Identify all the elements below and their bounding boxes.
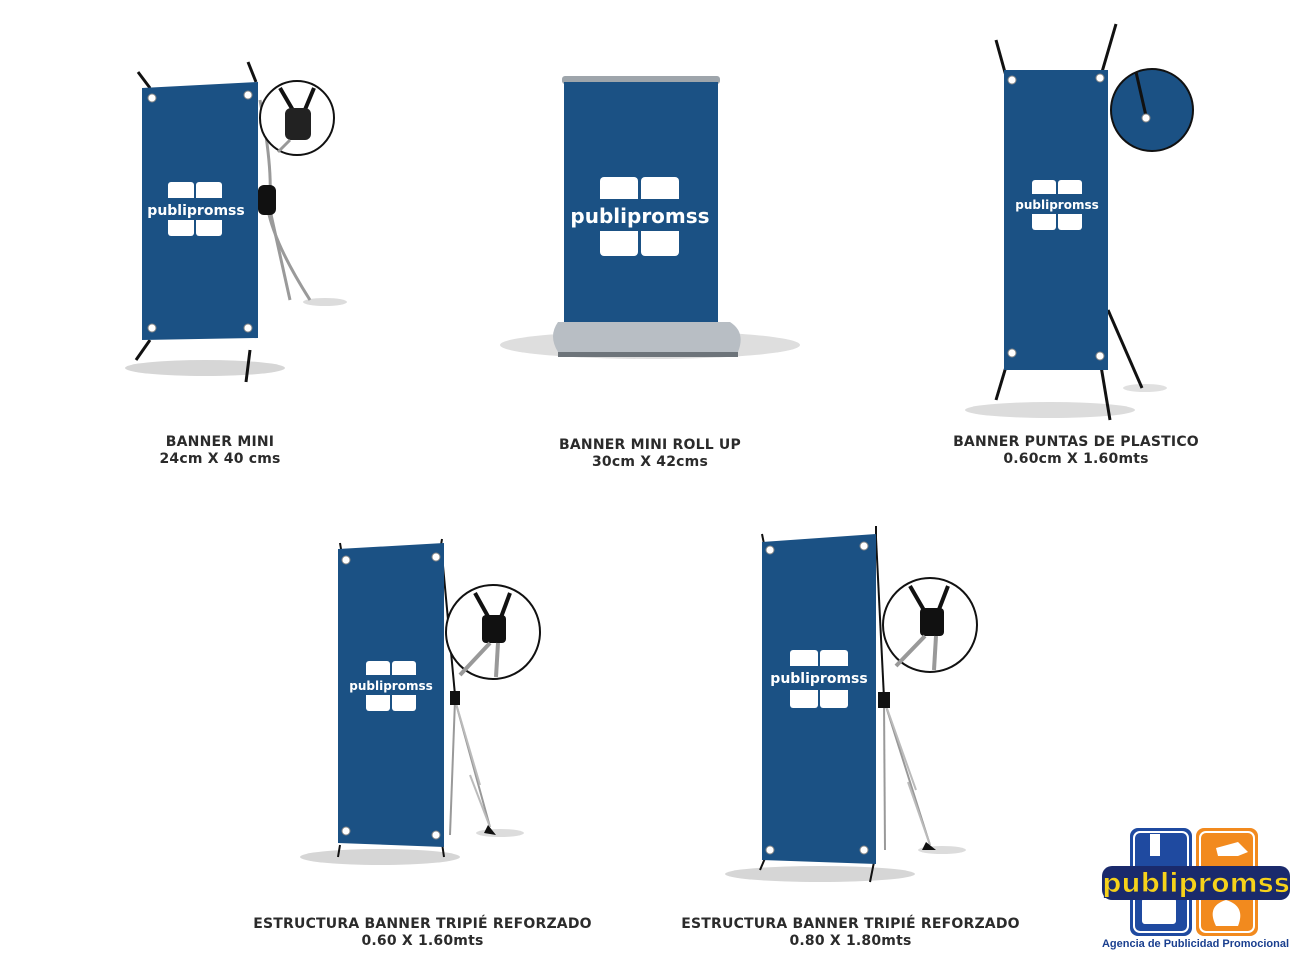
caption-banner-mini-roll-up: BANNER MINI ROLL UP 30cm X 42cms: [530, 437, 770, 471]
caption-banner-puntas-plastico: BANNER PUNTAS DE PLASTICO 0.60cm X 1.60m…: [940, 434, 1212, 468]
product-size: 0.60 X 1.60mts: [361, 933, 484, 949]
publipromss-banner-logo: publipromss: [147, 182, 245, 236]
roll-up-illustration: publipromss: [500, 76, 800, 359]
product-name: ESTRUCTURA BANNER TRIPIÉ REFORZADO: [681, 916, 1020, 932]
product-tripie-080: publipromss: [720, 520, 980, 890]
svg-text:publipromss: publipromss: [1102, 868, 1290, 899]
product-tripie-060: publipromss: [300, 535, 550, 875]
svg-text:publipromss: publipromss: [770, 671, 867, 687]
product-size: 0.60cm X 1.60mts: [1003, 451, 1149, 467]
publipromss-banner-logo: publipromss: [770, 650, 868, 708]
product-banner-puntas-plastico: publipromss: [960, 20, 1200, 425]
caption-banner-mini: BANNER MINI 24cm X 40 cms: [120, 434, 320, 468]
caption-tripie-060: ESTRUCTURA BANNER TRIPIÉ REFORZADO 0.60 …: [240, 916, 605, 950]
publipromss-banner-logo: publipromss: [1015, 180, 1099, 230]
svg-text:publipromss: publipromss: [147, 203, 244, 219]
svg-text:publipromss: publipromss: [570, 204, 709, 228]
banner-panel: [762, 534, 876, 864]
product-name: BANNER MINI: [165, 434, 275, 450]
product-banner-mini: publipromss: [100, 60, 360, 390]
product-banner-mini-roll-up: publipromss: [500, 70, 800, 370]
publipromss-banner-logo: publipromss: [349, 661, 433, 711]
plastic-tip-detail-circle: [1110, 68, 1194, 152]
product-name: ESTRUCTURA BANNER TRIPIÉ REFORZADO: [253, 916, 592, 932]
svg-text:publipromss: publipromss: [349, 679, 433, 693]
publipromss-brand-logo: publipromss: [1098, 826, 1293, 961]
product-size: 24cm X 40 cms: [159, 451, 281, 467]
product-name: BANNER MINI ROLL UP: [559, 437, 741, 453]
brand-tagline: Agencia de Publicidad Promocional: [1101, 938, 1290, 950]
caption-tripie-080: ESTRUCTURA BANNER TRIPIÉ REFORZADO 0.80 …: [668, 916, 1033, 950]
product-size: 0.80 X 1.80mts: [789, 933, 912, 949]
banner-mini-illustration: publipromss: [125, 61, 347, 383]
publipromss-banner-logo: publipromss: [570, 177, 710, 256]
tripie-080-illustration: publipromss: [725, 526, 978, 883]
puntas-plastico-illustration: publipromss: [965, 23, 1194, 421]
product-size: 30cm X 42cms: [591, 454, 708, 470]
tripie-060-illustration: publipromss: [300, 538, 541, 865]
product-name: BANNER PUNTAS DE PLASTICO: [953, 434, 1199, 450]
svg-text:publipromss: publipromss: [1015, 198, 1099, 212]
